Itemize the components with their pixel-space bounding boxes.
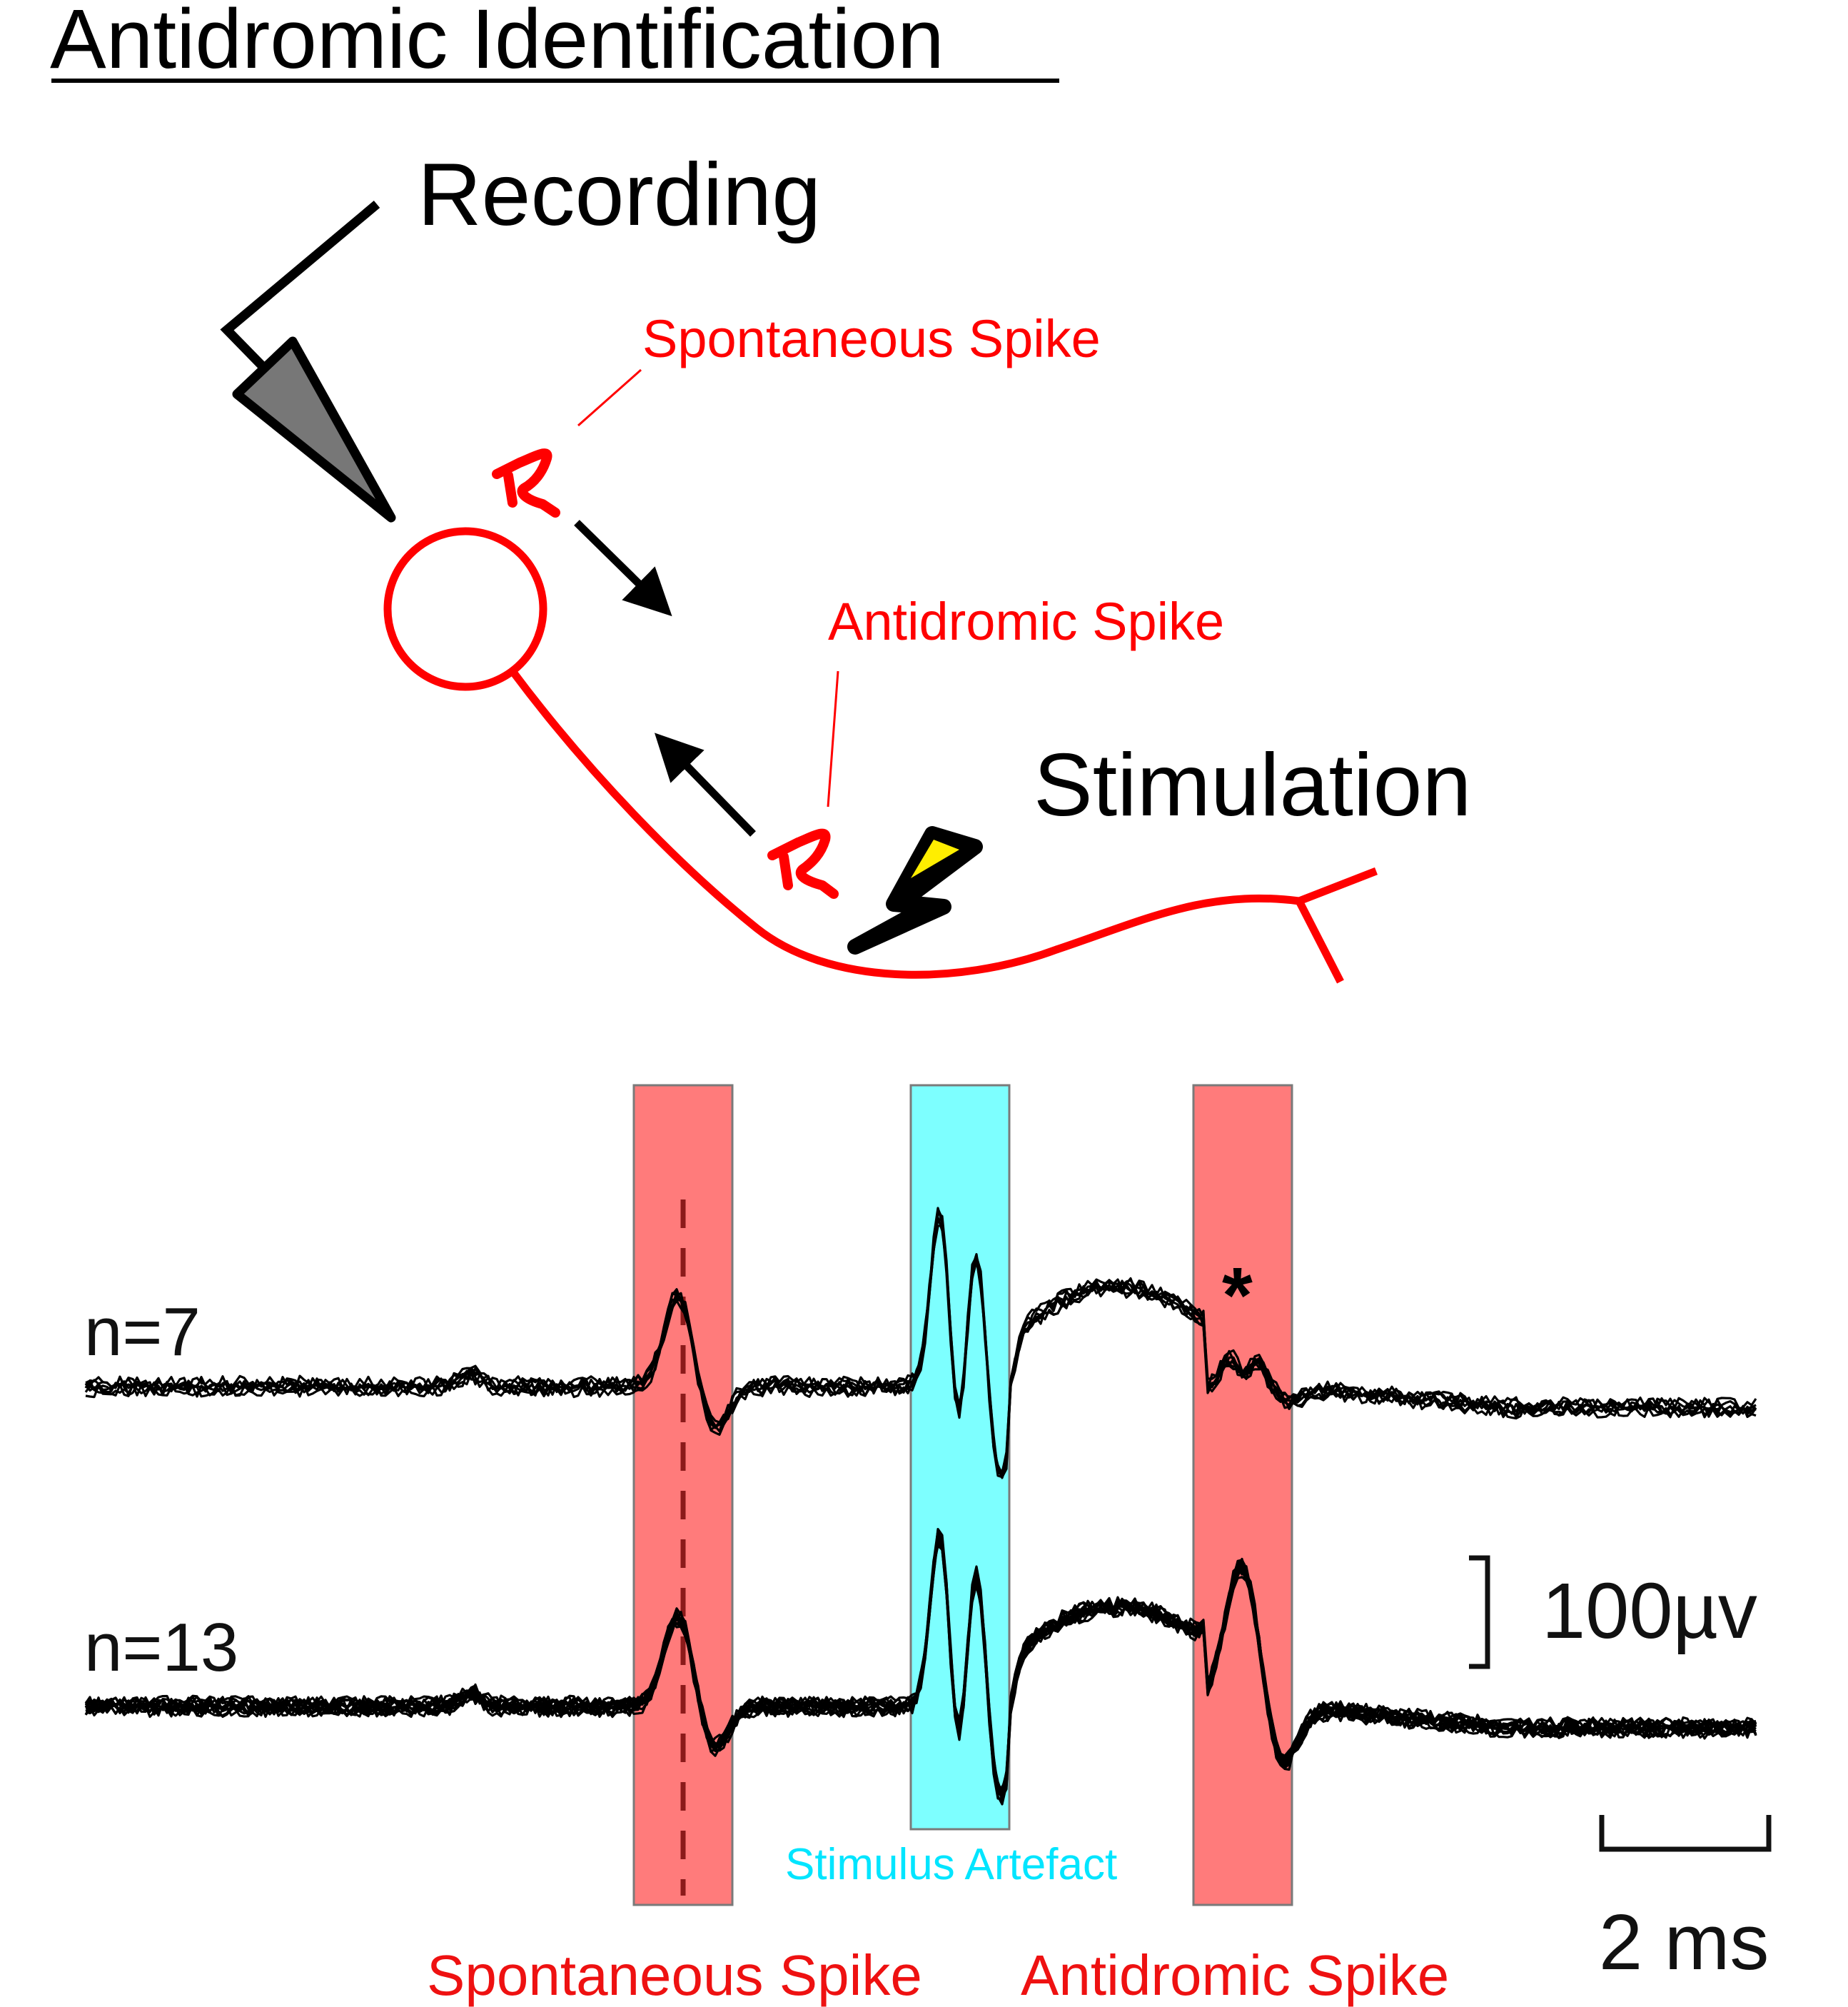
time-scale-bar xyxy=(1599,1815,1772,1852)
voltage-scale-label: 100µv xyxy=(1542,1567,1757,1655)
neuron-axon xyxy=(509,668,1300,979)
trace-top-label: n=7 xyxy=(84,1294,201,1370)
stimulation-label: Stimulation xyxy=(1034,736,1471,835)
axon-terminal-branch xyxy=(1293,867,1378,984)
recording-electrode-icon xyxy=(220,201,396,523)
spontaneous-spike-tick xyxy=(503,471,517,508)
stimulus-artefact-label: Stimulus Artefact xyxy=(785,1840,1117,1889)
trace-bottom-sweep xyxy=(84,1531,1757,1799)
spontaneous-spike-band-label: Spontaneous Spike xyxy=(427,1943,922,2007)
antidromic-spike-band-label: Antidromic Spike xyxy=(1021,1943,1449,2007)
antidromic-spike-label-top: Antidromic Spike xyxy=(828,592,1224,651)
trace-top-overlay xyxy=(84,1207,1757,1479)
voltage-scale-bar xyxy=(1469,1555,1490,1669)
antidromic-asterisk: * xyxy=(1222,1252,1253,1339)
orthodromic-arrow-icon xyxy=(574,520,672,617)
trace-bottom-label: n=13 xyxy=(84,1609,238,1686)
recording-label: Recording xyxy=(418,146,821,244)
trace-top-sweep xyxy=(85,1207,1757,1479)
lightning-bolt-icon xyxy=(847,826,983,955)
neuron-soma xyxy=(383,527,547,691)
antidromic-arrow-icon xyxy=(654,733,756,837)
figure-title: Antidromic Identification xyxy=(50,0,944,86)
spontaneous-spike-label-top: Spontaneous Spike xyxy=(642,309,1101,368)
time-scale-label: 2 ms xyxy=(1599,1898,1769,1986)
spontaneous-spike-leader xyxy=(577,368,642,427)
spontaneous-spike-glyph-icon xyxy=(492,448,560,518)
stimulus-artefact-band xyxy=(909,1084,1011,1831)
antidromic-spike-tick xyxy=(779,852,793,890)
trace-bottom-overlay xyxy=(84,1528,1757,1806)
antidromic-spike-band xyxy=(1192,1084,1293,1906)
antidromic-spike-glyph-icon xyxy=(767,828,839,899)
antidromic-spike-leader xyxy=(827,670,839,808)
